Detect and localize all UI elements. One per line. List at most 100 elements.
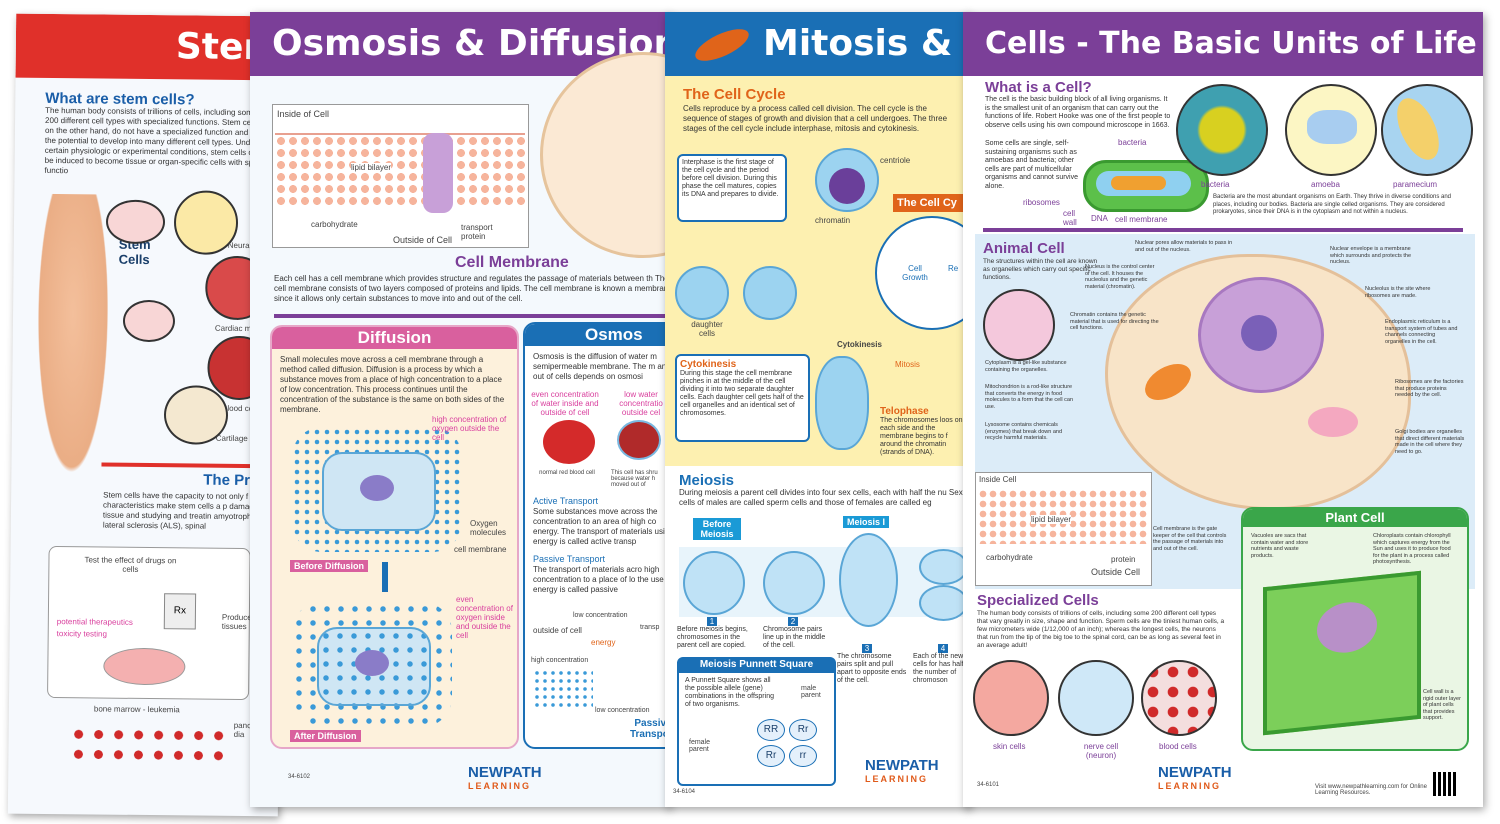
cartilage-label: Cartilage bbox=[215, 433, 248, 444]
diagram-label: high concentration bbox=[531, 657, 589, 664]
transport-protein bbox=[423, 133, 453, 213]
cytokinesis-label: Cytokinesis bbox=[837, 340, 882, 349]
even-concentration-label: even concentration of oxygen inside and … bbox=[456, 595, 513, 640]
circle-label: bacteria bbox=[1201, 180, 1230, 189]
cell-micrograph bbox=[983, 289, 1055, 361]
paramecium-circle-image bbox=[1381, 84, 1473, 176]
wheel-label: Re bbox=[948, 264, 959, 273]
cell-cycle-wheel bbox=[875, 216, 970, 330]
step-number: 2 bbox=[788, 617, 798, 626]
diagram-label: ribosomes bbox=[1023, 198, 1060, 207]
inset-label: Inside Cell bbox=[979, 475, 1017, 484]
organelle-note: Lysosome contains chemicals (enzymes) th… bbox=[985, 422, 1063, 441]
daughter-cell bbox=[675, 266, 729, 320]
cells-poster: Cells - The Basic Units of Life What is … bbox=[963, 12, 1483, 807]
leukemia-label: bone marrow - leukemia bbox=[93, 704, 180, 715]
section-heading: Cell Membrane bbox=[455, 254, 569, 271]
passive-badge: Passive Transport bbox=[629, 718, 670, 740]
section-text: The cell is the basic building block of … bbox=[985, 96, 1171, 129]
poster-title: Osmosis & Diffusion bbox=[272, 23, 670, 64]
active-text: Some substances move across the concentr… bbox=[533, 507, 670, 546]
cell-label: skin cells bbox=[993, 742, 1026, 751]
poster-title: Mitosis & M bbox=[763, 23, 970, 64]
stem-cell-image bbox=[105, 199, 166, 245]
step-text: The chromosome pairs split and pull apar… bbox=[837, 653, 907, 684]
diagram-label: outside of cell bbox=[533, 626, 582, 635]
stage-badge: Before Meiosis bbox=[693, 518, 741, 540]
step-text: Before meiosis begins, chromosomes in th… bbox=[677, 626, 748, 649]
product-code: 34-6104 bbox=[673, 789, 696, 795]
osmosis-text: Osmosis is the diffusion of water m semi… bbox=[533, 352, 670, 381]
diffusion-panel: Diffusion Small molecules move across a … bbox=[270, 325, 519, 749]
cell-membrane-label: cell membrane bbox=[454, 545, 507, 554]
organelle-note: Ribosomes are the factories that produce… bbox=[1395, 379, 1464, 398]
step-number: 1 bbox=[707, 617, 717, 626]
inside-label: Inside of Cell bbox=[277, 109, 330, 119]
molecules-image bbox=[533, 669, 593, 709]
membrane-note: Cell membrane is the gate keeper of the … bbox=[1153, 526, 1227, 552]
osmosis-panel: Osmos Osmosis is the diffusion of water … bbox=[523, 322, 670, 749]
divider bbox=[983, 228, 1463, 232]
punnett-grid: RR Rr Rr rr bbox=[757, 719, 817, 767]
telophase-note: Telophase The chromosomes loos on each s… bbox=[880, 406, 970, 457]
animal-cell-illustration bbox=[1105, 254, 1411, 510]
male-label: male parent bbox=[801, 685, 821, 699]
red-blood-cell bbox=[543, 420, 595, 464]
interphase-text: Interphase is the first stage of the cel… bbox=[682, 159, 779, 198]
inset-label: carbohydrate bbox=[986, 553, 1033, 562]
telophase-heading: Telophase bbox=[880, 406, 929, 417]
product-code: 34-6101 bbox=[977, 782, 1000, 788]
active-heading: Active Transport bbox=[533, 496, 599, 506]
step-text: Chromosome pairs line up in the middle o… bbox=[763, 626, 826, 649]
cytokinesis-heading: Cytokinesis bbox=[680, 359, 737, 370]
passive-text: The transport of materials acro high con… bbox=[533, 565, 670, 594]
cytokinesis-box: Cytokinesis During this stage the cell m… bbox=[675, 354, 810, 442]
membrane-diagram: Inside of Cell lipid bilayer carbohydrat… bbox=[272, 104, 529, 248]
cell-caption: even concentration of water inside and o… bbox=[531, 390, 599, 417]
meiosis-stages-image bbox=[679, 533, 969, 627]
diagram-label: energy bbox=[591, 638, 616, 647]
blood-cells-image bbox=[1141, 660, 1217, 736]
section-text: Some cells are single, self-sustaining o… bbox=[985, 140, 1078, 190]
punnett-square-panel: Meiosis Punnett Square A Punnett Square … bbox=[677, 657, 836, 786]
step-number: 3 bbox=[862, 644, 872, 653]
diffusion-text: Small molecules move across a cell membr… bbox=[280, 355, 505, 414]
cell-caption: This cell has shru because water h moved… bbox=[611, 470, 658, 488]
stem-cells-poster: Stem What are stem cells? The human body… bbox=[7, 13, 287, 817]
divider bbox=[274, 314, 670, 318]
bacteria-circle-image bbox=[1176, 84, 1268, 176]
bullet-item: toxicity testing bbox=[56, 629, 108, 639]
petri-dish bbox=[103, 647, 186, 686]
organelle-note: Endoplasmic reticulum is a transport sys… bbox=[1385, 319, 1458, 345]
cell-image bbox=[122, 299, 176, 343]
outside-label: Outside of Cell bbox=[393, 235, 453, 245]
plant-cell-illustration bbox=[1263, 570, 1421, 736]
daughter-cell bbox=[743, 266, 797, 320]
growth-label: Cell Growth bbox=[902, 264, 928, 282]
female-label: female parent bbox=[689, 739, 711, 753]
inset-label: protein bbox=[1111, 555, 1136, 564]
protein-label: transport protein bbox=[461, 223, 493, 241]
poster-header: Cells - The Basic Units of Life bbox=[963, 12, 1483, 76]
section-text: The human body consists of trillions of … bbox=[977, 610, 1225, 649]
punnett-cell: Rr bbox=[789, 719, 817, 741]
cell-label: blood cells bbox=[1159, 742, 1197, 751]
section-heading: What is a Cell? bbox=[985, 79, 1092, 96]
cell-caption: normal red blood cell bbox=[539, 470, 595, 476]
qr-code-icon bbox=[1433, 772, 1457, 796]
diagram-label: cell wall bbox=[1063, 209, 1077, 227]
poster-header: Osmosis & Diffusion bbox=[250, 12, 670, 76]
product-code: 34-6102 bbox=[288, 774, 311, 780]
section-heading: Specialized Cells bbox=[977, 592, 1099, 609]
organelle-note: Nucleus is the control center of the cel… bbox=[1085, 264, 1155, 290]
diagram-label: cell membrane bbox=[1115, 215, 1168, 224]
nerve-cell-image bbox=[1058, 660, 1134, 736]
osmosis-diffusion-poster: Osmosis & Diffusion Inside of Cell lipid… bbox=[250, 12, 670, 807]
punnett-cell: rr bbox=[789, 745, 817, 767]
centriole-label: centriole bbox=[880, 156, 911, 165]
punnett-cell: Rr bbox=[757, 745, 785, 767]
plant-note: Vacuoles are sacs that contain water and… bbox=[1251, 533, 1309, 559]
